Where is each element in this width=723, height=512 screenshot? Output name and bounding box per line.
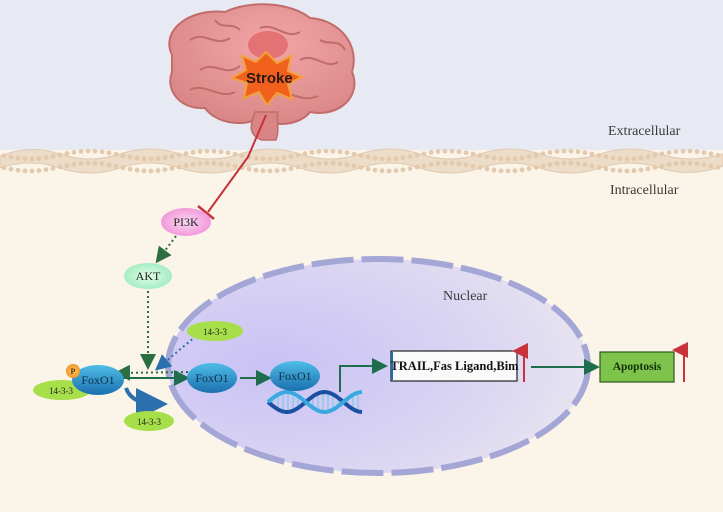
apoptosis-box	[599, 351, 675, 383]
dna-helix	[266, 389, 363, 415]
foxo1-nuclear-node	[187, 363, 237, 393]
target-genes-label: TRAIL,Fas Ligand,Bim	[390, 358, 519, 373]
protein-14-3-3-top-label: 14-3-3	[203, 326, 227, 337]
akt-node	[124, 263, 172, 289]
pi3k-node	[161, 208, 211, 236]
foxo1-cytoplasm-node	[72, 365, 124, 395]
protein-14-3-3-left-label: 14-3-3	[49, 385, 73, 396]
protein-14-3-3-bottom-label: 14-3-3	[137, 416, 161, 427]
nuclear-label: Nuclear	[443, 289, 488, 304]
inhibition-line	[197, 114, 267, 220]
pi3k-to-akt-arrow	[155, 235, 177, 264]
phospho-label: P	[70, 366, 76, 376]
extracellular-region	[0, 0, 723, 150]
protein-14-3-3-top	[187, 321, 243, 341]
pi3k-label: PI3K	[173, 214, 199, 229]
release-14-3-3-arrow	[124, 387, 168, 420]
foxo1-dna-node	[270, 361, 320, 391]
membrane-phospholipid-heads	[1, 148, 721, 174]
protein-14-3-3-bottom	[124, 411, 174, 431]
binding-arrow-14-3-3	[154, 335, 197, 371]
phosphate-group	[66, 364, 80, 378]
apoptosis-label: Apoptosis	[612, 361, 662, 373]
intracellular-label: Intracellular	[610, 183, 679, 198]
transcription-arrow	[339, 358, 388, 392]
foxo1-cytoplasm-label: FoxO1	[81, 373, 115, 387]
foxo1-nuclear-label: FoxO1	[195, 371, 229, 385]
foxo1-dna-label: FoxO1	[278, 369, 312, 383]
stroke-label: Stroke	[246, 70, 293, 87]
akt-label: AKT	[135, 268, 161, 283]
target-genes-box	[390, 350, 518, 382]
stroke-starburst-icon	[229, 50, 305, 107]
extracellular-label: Extracellular	[608, 124, 681, 139]
